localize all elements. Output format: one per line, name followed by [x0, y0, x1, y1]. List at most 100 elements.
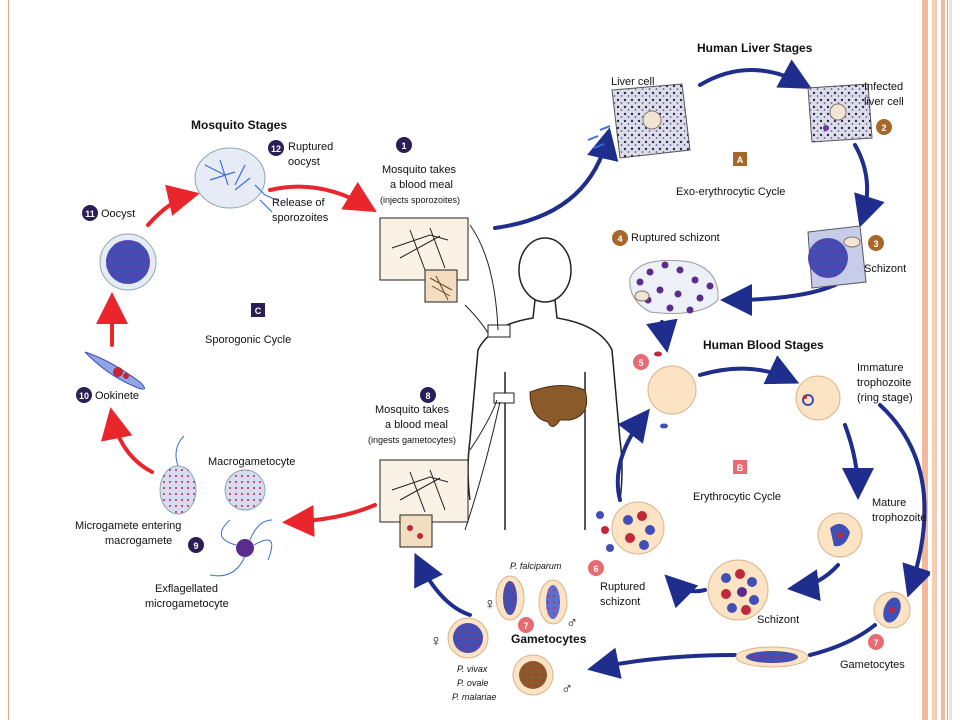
svg-text:1: 1 — [401, 141, 406, 151]
svg-text:11: 11 — [85, 209, 95, 219]
liver-organ — [529, 385, 588, 427]
female-symbol: ♀ — [484, 596, 496, 613]
svg-text:4: 4 — [617, 234, 622, 244]
red-blood-cell-merozoite — [647, 351, 697, 429]
arrow-oocyst-to-mosquito-1 — [268, 181, 377, 213]
ookinete — [84, 351, 145, 390]
exflagellated-microgametocyte — [209, 519, 273, 577]
arrow-schizont-to-ruptured — [664, 574, 707, 609]
male-symbol: ♂ — [561, 681, 573, 698]
p-falciparum-label: P. falciparum — [510, 561, 562, 571]
svg-text:7: 7 — [523, 621, 528, 631]
arrow-to-liver-cell — [493, 127, 619, 230]
macrogametocyte-label: Macrogametocyte — [208, 456, 295, 468]
arrow-ruptured-to-new-rbc — [615, 408, 650, 502]
arrow-liver-to-infected — [698, 59, 813, 89]
liver-cycle-arrows — [493, 59, 885, 353]
svg-text:8: 8 — [425, 391, 430, 401]
p-ovale-label: P. ovale — [457, 678, 488, 688]
stage-12-label: Ruptured — [288, 141, 333, 153]
cycle-letter-box: A — [733, 152, 747, 166]
svg-text:10: 10 — [79, 391, 89, 401]
stage-11-label: Oocyst — [101, 208, 135, 220]
stage-8-label: Mosquito takes — [375, 404, 449, 416]
arrow-gametocyte-left-2 — [587, 647, 737, 679]
gametocyte-right — [873, 591, 911, 629]
svg-text:5: 5 — [638, 358, 643, 368]
stage-3-label: Schizont — [864, 263, 906, 275]
stage-2-label: liver cell — [864, 96, 904, 108]
ring-stage-trophozoite — [795, 375, 841, 421]
microgamete-entering-macrogamete — [159, 435, 197, 515]
blood-stages-title: Human Blood Stages — [703, 338, 824, 352]
human-silhouette — [467, 237, 623, 530]
arrow-merozoite-to-ring — [698, 355, 800, 385]
stage-number-badge: 7 — [518, 617, 534, 633]
stage-12-label: oocyst — [288, 156, 320, 168]
arrow-ring-to-gametocyte — [878, 403, 930, 598]
stage-number-badge: 6 — [588, 560, 604, 576]
stage-6-label: Ruptured — [600, 581, 645, 593]
mosquito-stages-title: Mosquito Stages — [191, 118, 287, 132]
arrow-mosquito-8-to-gametocytes — [282, 503, 377, 538]
gametocytes-right-label: Gametocytes — [840, 659, 905, 671]
arrow-oocyst-to-ruptured — [146, 184, 200, 227]
svg-text:2: 2 — [881, 123, 886, 133]
stage-4-label: Ruptured schizont — [631, 232, 720, 244]
stage-number-badge: 11 — [82, 205, 98, 221]
stage-number-badge: 10 — [76, 387, 92, 403]
stage-number-badge: 4 — [612, 230, 628, 246]
falciparum-gametocytes — [495, 575, 568, 625]
erythrocytic-label: Erythrocytic Cycle — [693, 491, 781, 503]
release-sporozoites-label: sporozoites — [272, 212, 329, 224]
stage-1-label: Mosquito takes — [382, 164, 456, 176]
stage-9-label: macrogamete — [105, 535, 172, 547]
immature-trophozoite-label: (ring stage) — [857, 392, 913, 404]
stage-1-label: a blood meal — [390, 179, 453, 191]
stage-9-label: Microgamete entering — [75, 520, 181, 532]
exflagellated-label: microgametocyte — [145, 598, 229, 610]
vivax-ovale-malariae-gametocytes — [447, 617, 554, 696]
svg-text:B: B — [737, 463, 744, 473]
svg-text:3: 3 — [873, 239, 878, 249]
cycle-letter-box: B — [733, 460, 747, 474]
svg-text:A: A — [737, 155, 744, 165]
immature-trophozoite-label: trophozoite — [857, 377, 911, 389]
connector-lines — [464, 224, 501, 531]
stage-2-label: Infected — [864, 81, 903, 93]
stage-8-note: (ingests gametocytes) — [368, 435, 456, 445]
sporogonic-label: Sporogonic Cycle — [205, 334, 291, 346]
release-sporozoites-label: Release of — [272, 197, 326, 209]
liver-stages-title: Human Liver Stages — [697, 41, 813, 55]
stage-number-badge: 2 — [876, 119, 892, 135]
arrow-schizont-to-ruptured — [720, 283, 837, 316]
arrow-zygote-to-ookinete — [101, 407, 154, 474]
female-symbol: ♀ — [430, 633, 442, 650]
blood-schizont-label: Schizont — [757, 614, 799, 626]
malaria-life-cycle-diagram: 1 2 3 4 5 6 7 7 8 9 10 11 — [75, 41, 930, 702]
exflagellated-label: Exflagellated — [155, 583, 218, 595]
gametocytes-left-label: Gametocytes — [511, 632, 587, 646]
stage-number-badge: 3 — [868, 235, 884, 251]
stage-8-label: a blood meal — [385, 419, 448, 431]
arm-bite-site — [493, 392, 515, 404]
arm-bite-site — [487, 324, 511, 338]
stage-number-badge: 12 — [268, 140, 284, 156]
stage-1-note: (injects sporozoites) — [380, 195, 460, 205]
stage-number-badge: 5 — [633, 354, 649, 370]
stage-number-badge: 1 — [396, 137, 412, 153]
cycle-letter-box: C — [251, 303, 265, 317]
liver-cell — [587, 83, 691, 159]
stage-number-badge: 9 — [188, 537, 204, 553]
svg-text:6: 6 — [593, 564, 598, 574]
mosquito-feeding-box-1 — [379, 217, 469, 303]
slide-frame — [8, 0, 948, 720]
infected-liver-cell — [807, 83, 873, 143]
immature-trophozoite-label: Immature — [857, 362, 903, 374]
arrow-gametocyte-left-1 — [808, 623, 877, 657]
male-symbol: ♂ — [566, 615, 578, 632]
arrow-to-mosquito-8 — [414, 552, 472, 617]
svg-text:12: 12 — [271, 144, 281, 154]
mosquito-feeding-box-8 — [379, 459, 469, 548]
gametocyte-banana — [735, 646, 809, 668]
